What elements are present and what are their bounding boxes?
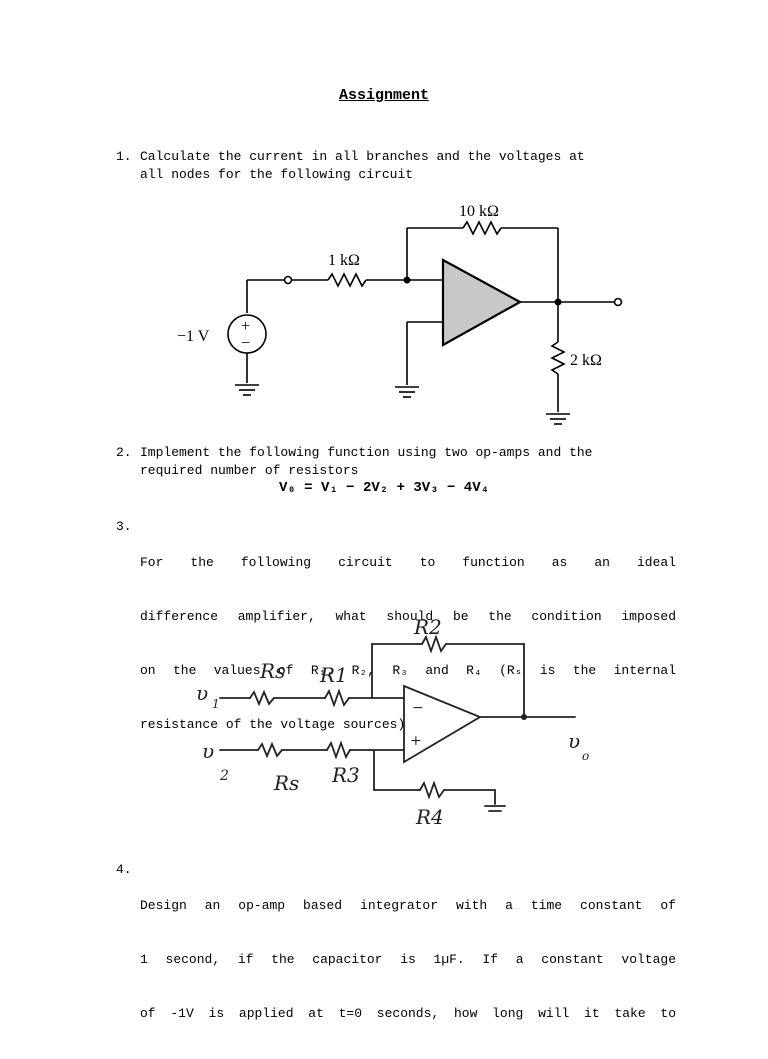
plus-sign: + (241, 318, 250, 335)
resistor-1k (327, 272, 367, 288)
resistor-rs-top (249, 689, 275, 707)
resistor-r3 (326, 740, 351, 760)
question-3: 3. For the following circuit to function… (116, 518, 676, 770)
question-2: 2. Implement the following function usin… (116, 444, 676, 480)
formula: V₀ = V₁ − 2V₂ + 3V₃ − 4V₄ (278, 480, 490, 496)
label-r4: R4 (415, 805, 444, 829)
question-1: 1. Calculate the current in all branches… (116, 148, 676, 184)
label-v1: υ (196, 681, 208, 705)
label-v1-sub: 1 (212, 697, 220, 711)
resistor-2k (550, 341, 566, 375)
text-line: resistance of the voltage sources) (140, 717, 406, 732)
text-line: on the values of R₁, R₂, R₃ and R₄ (Rₛ i… (140, 663, 676, 678)
minus-sign: − (241, 335, 250, 352)
question-text: Implement the following function using t… (140, 444, 676, 480)
label-2k: 2 kΩ (570, 352, 602, 369)
text-line: required number of resistors (140, 463, 359, 478)
text-line: 1 second, if the capacitor is 1µF. If a … (140, 952, 676, 967)
question-text: Design an op-amp based integrator with a… (140, 861, 676, 1059)
text-line: all nodes for the following circuit (140, 167, 414, 182)
text-line: Calculate the current in all branches an… (140, 149, 585, 164)
question-number: 2. (116, 445, 132, 460)
label-v2: υ (202, 739, 214, 763)
minus-sign: − (412, 700, 424, 716)
label-rs-top: Rs (259, 659, 285, 683)
text-line: difference amplifier, what should be the… (140, 609, 676, 624)
resistor-rs-bottom (257, 741, 283, 759)
op-amp (403, 684, 483, 764)
label-10k: 10 kΩ (459, 203, 499, 220)
resistor-r1 (324, 688, 350, 708)
label-source: −1 V (177, 328, 210, 345)
text-line: For the following circuit to function as… (140, 555, 676, 570)
difference-amplifier-circuit: R2 Rs R1 υ 1 υ 2 Rs R3 R4 υ o − + (196, 615, 589, 829)
label-r3: R3 (331, 763, 360, 787)
op-amp (441, 258, 523, 347)
text-line: of -1V is applied at t=0 seconds, how lo… (140, 1006, 676, 1021)
label-vo-sub: o (582, 749, 589, 763)
label-rs-bottom: Rs (273, 771, 299, 795)
plus-sign: + (410, 733, 422, 749)
label-v2-sub: 2 (219, 768, 229, 784)
question-text: Calculate the current in all branches an… (140, 148, 676, 184)
question-4: 4. Design an op-amp based integrator wit… (116, 861, 676, 1059)
text-line: Implement the following function using t… (140, 445, 593, 460)
label-r2: R2 (413, 615, 442, 639)
text-line: Design an op-amp based integrator with a… (140, 898, 676, 913)
page-title: Assignment (338, 87, 429, 104)
resistor-r4 (419, 780, 445, 800)
label-r1: R1 (319, 663, 348, 687)
question-number: 1. (116, 149, 132, 164)
question-number: 3. (116, 519, 132, 534)
inverting-amplifier-circuit: 10 kΩ 1 kΩ −1 V 2 kΩ + − (177, 203, 623, 425)
resistor-10k (462, 220, 502, 236)
label-1k: 1 kΩ (328, 252, 360, 269)
label-vo: υ (568, 729, 580, 753)
resistor-r2 (421, 634, 447, 654)
question-text: For the following circuit to function as… (140, 518, 676, 770)
question-number: 4. (116, 862, 132, 877)
